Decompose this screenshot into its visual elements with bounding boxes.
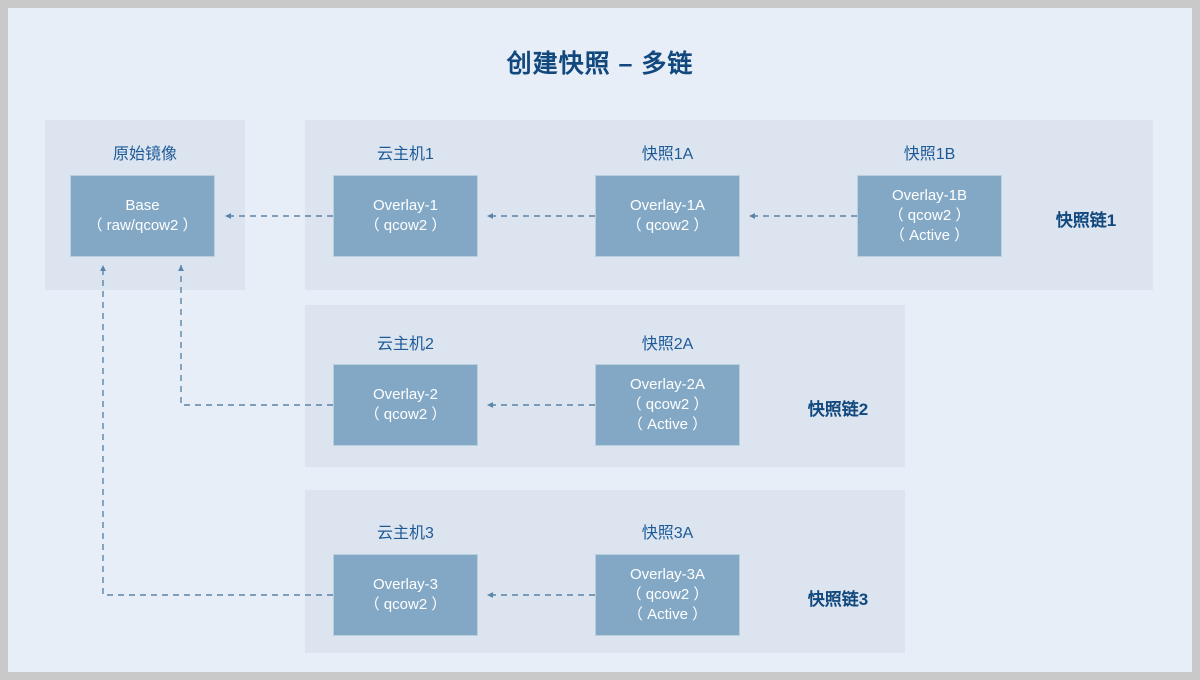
node-base[interactable]: Base （ raw/qcow2 ）: [70, 175, 215, 257]
node-overlay-1a-line1: Overlay-1A: [629, 197, 706, 214]
link-overlay3-to-base: [100, 265, 333, 596]
node-overlay-2[interactable]: Overlay-2 （ qcow2 ）: [333, 364, 478, 446]
node-overlay-1a-line2: （ qcow2 ）: [626, 217, 709, 234]
caption-chain1-node3: 快照1B: [903, 146, 956, 163]
node-overlay-2a-line2: （ qcow2 ）: [626, 396, 709, 413]
chain-label-1: 快照链1: [1055, 211, 1117, 230]
diagram-canvas: 创建快照 – 多链 原始镜像 Bas: [8, 8, 1192, 672]
node-overlay-2a[interactable]: Overlay-2A （ qcow2 ） （ Active ）: [595, 364, 740, 446]
caption-chain3-node2: 快照3A: [641, 525, 694, 542]
node-base-line1: Base: [125, 197, 160, 214]
caption-chain3-node1: 云主机3: [377, 525, 434, 542]
caption-chain2-node1: 云主机2: [377, 336, 434, 353]
node-overlay-3-line2: （ qcow2 ）: [364, 596, 447, 613]
node-overlay-2a-line3: （ Active ）: [627, 416, 708, 433]
caption-chain2-node2: 快照2A: [641, 336, 694, 353]
node-overlay-3a-line3: （ Active ）: [627, 606, 708, 623]
node-base-line2: （ raw/qcow2 ）: [87, 217, 198, 234]
node-overlay-2-line1: Overlay-2: [372, 386, 439, 403]
chain-label-3: 快照链3: [807, 590, 869, 609]
caption-chain1-node2: 快照1A: [641, 146, 694, 163]
node-overlay-1[interactable]: Overlay-1 （ qcow2 ）: [333, 175, 478, 257]
chain-label-2: 快照链2: [807, 400, 869, 419]
node-overlay-2a-line1: Overlay-2A: [629, 376, 706, 393]
node-overlay-1b-line3: （ Active ）: [889, 227, 970, 244]
node-overlay-1b[interactable]: Overlay-1B （ qcow2 ） （ Active ）: [857, 175, 1002, 257]
caption-source-image: 原始镜像: [112, 146, 177, 163]
page-title: 创建快照 – 多链: [506, 50, 694, 78]
node-overlay-3a-line2: （ qcow2 ）: [626, 586, 709, 603]
node-overlay-3a-line1: Overlay-3A: [629, 566, 706, 583]
node-overlay-3[interactable]: Overlay-3 （ qcow2 ）: [333, 554, 478, 636]
node-overlay-1-line2: （ qcow2 ）: [364, 217, 447, 234]
node-overlay-1b-line2: （ qcow2 ）: [888, 207, 971, 224]
node-overlay-3a[interactable]: Overlay-3A （ qcow2 ） （ Active ）: [595, 554, 740, 636]
node-overlay-1-line1: Overlay-1: [372, 197, 439, 214]
node-overlay-1b-line1: Overlay-1B: [891, 187, 968, 204]
caption-chain1-node1: 云主机1: [377, 146, 434, 163]
node-overlay-2-line2: （ qcow2 ）: [364, 406, 447, 423]
node-overlay-3-line1: Overlay-3: [372, 576, 439, 593]
node-overlay-1a[interactable]: Overlay-1A （ qcow2 ）: [595, 175, 740, 257]
